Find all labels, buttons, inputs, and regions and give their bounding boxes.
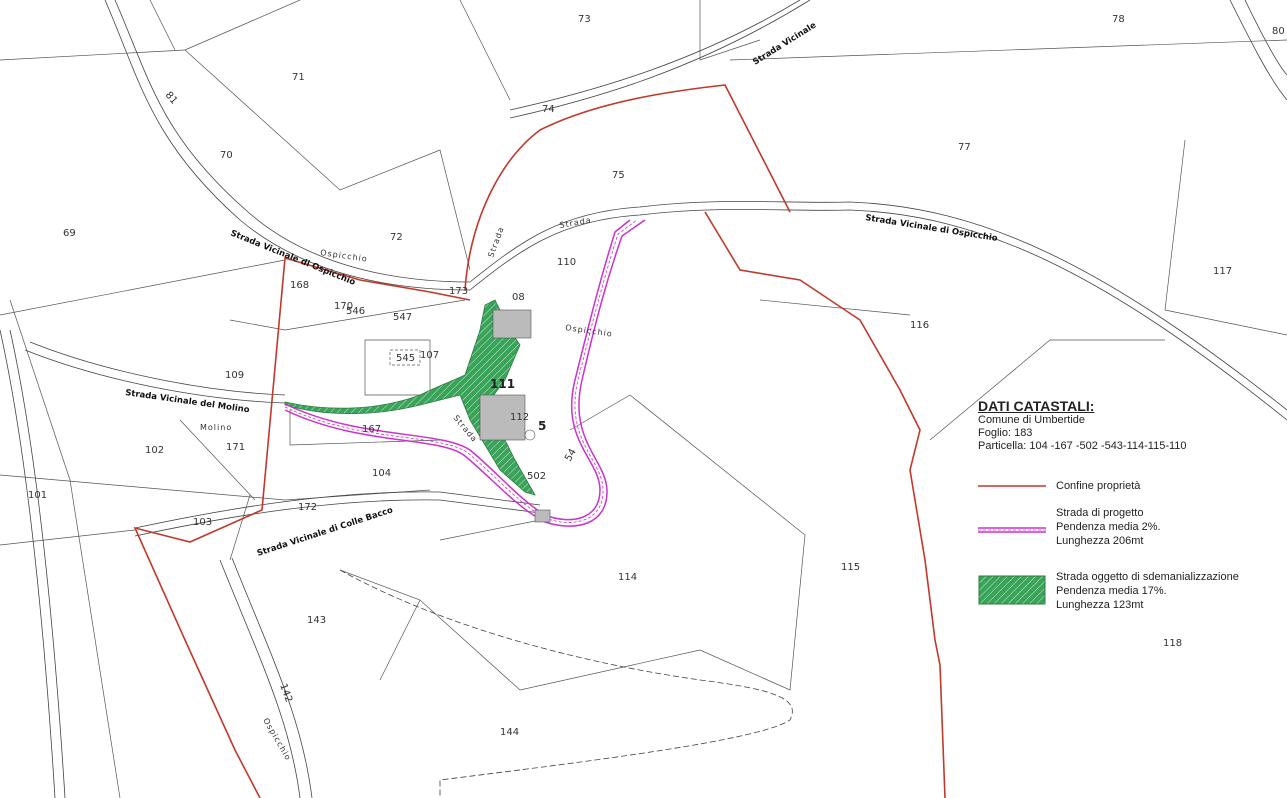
parcel-71: 71 [292, 72, 305, 83]
green-road-symbol [978, 575, 1046, 605]
road-label-molino: Strada Vicinale del Molino [125, 388, 251, 415]
road-label-colle-bacco: Strada Vicinale di Colle Bacco [256, 505, 395, 559]
parcel-5: 5 [538, 419, 546, 433]
legend-project-road-slope: Pendenza media 2%. [1056, 521, 1161, 533]
road-label-strada-1: Strada [559, 215, 592, 229]
parcel-101: 101 [28, 490, 47, 501]
parcel-115: 115 [841, 562, 860, 573]
parcel-109: 109 [225, 370, 244, 381]
buildings [479, 309, 551, 523]
parcel-72: 72 [390, 232, 403, 243]
legend-project-road-length: Lunghezza 206mt [1056, 535, 1144, 547]
parcel-107: 107 [420, 350, 439, 361]
place-label-ospicchio-2: Ospicchio [565, 323, 614, 339]
parcel-54: 54 [563, 447, 579, 464]
parcel-114: 114 [618, 572, 637, 583]
parcel-numbers: 73 78 80 71 81 70 77 75 74 69 72 117 110… [28, 14, 1285, 738]
parcel-111: 111 [490, 377, 515, 391]
parcel-545: 545 [396, 353, 415, 364]
place-label-molino: Molino [200, 423, 232, 432]
parcel-172: 172 [298, 502, 317, 513]
parcel-143: 143 [307, 615, 326, 626]
parcel-117: 117 [1213, 266, 1232, 277]
property-boundary [133, 84, 946, 798]
parcel-70: 70 [220, 150, 233, 161]
parcel-546: 546 [346, 306, 365, 317]
legend-title: DATI CATASTALI: [978, 398, 1095, 414]
parcel-173: 173 [449, 286, 468, 297]
parcel-547: 547 [393, 312, 412, 323]
parcel-118: 118 [1163, 638, 1182, 649]
parcel-168: 168 [290, 280, 309, 291]
parcel-69: 69 [63, 228, 76, 239]
legend-green-road-length: Lunghezza 123mt [1056, 599, 1144, 611]
parcel-74: 74 [542, 104, 555, 115]
parcel-103: 103 [193, 517, 212, 528]
parcel-75: 75 [612, 170, 625, 181]
legend-item-green-road: Strada oggetto di sdemanializzazione Pen… [978, 570, 1283, 614]
legend-item-boundary: Confine proprietà [978, 478, 1283, 494]
road-label-top: Strada Vicinale [751, 20, 818, 67]
parcel-78: 78 [1112, 14, 1125, 25]
project-road [284, 219, 646, 527]
parcel-112: 112 [510, 412, 529, 423]
parcel-170: 170 [334, 301, 353, 312]
parcel-502: 502 [527, 471, 546, 482]
parcel-144: 144 [500, 727, 519, 738]
parcel-116: 116 [910, 320, 929, 331]
legend: DATI CATASTALI: Comune di Umbertide Fogl… [978, 398, 1283, 611]
parcel-171: 171 [226, 442, 245, 453]
parcel-142: 142 [277, 682, 294, 704]
parcel-110: 110 [557, 257, 576, 268]
project-road-symbol [978, 527, 1046, 533]
parcel-104: 104 [372, 468, 391, 479]
parcel-81: 81 [163, 90, 180, 107]
place-label-ospicchio-1: Ospicchio [320, 248, 369, 264]
legend-boundary-label: Confine proprietà [1056, 480, 1141, 492]
legend-item-project-road: Strada di progetto Pendenza media 2%. Lu… [978, 506, 1283, 550]
parcel-80: 80 [1272, 26, 1285, 37]
parcel-167: 167 [362, 424, 381, 435]
parcel-77: 77 [958, 142, 971, 153]
parcel-08: 08 [512, 292, 525, 303]
boundary-line-symbol [978, 485, 1046, 487]
legend-foglio: Foglio: 183 [978, 427, 1033, 439]
legend-project-road-name: Strada di progetto [1056, 507, 1144, 519]
legend-comune: Comune di Umbertide [978, 414, 1085, 426]
road-label-strada-2: Strada [486, 225, 506, 259]
parcel-102: 102 [145, 445, 164, 456]
legend-particella: Particella: 104 -167 -502 -543-114-115-1… [978, 440, 1187, 452]
road-label-ospicchio-east: Strada Vicinale di Ospicchio [865, 213, 999, 244]
legend-green-road-name: Strada oggetto di sdemanializzazione [1056, 571, 1239, 583]
legend-green-road-slope: Pendenza media 17%. [1056, 585, 1167, 597]
parcel-73: 73 [578, 14, 591, 25]
